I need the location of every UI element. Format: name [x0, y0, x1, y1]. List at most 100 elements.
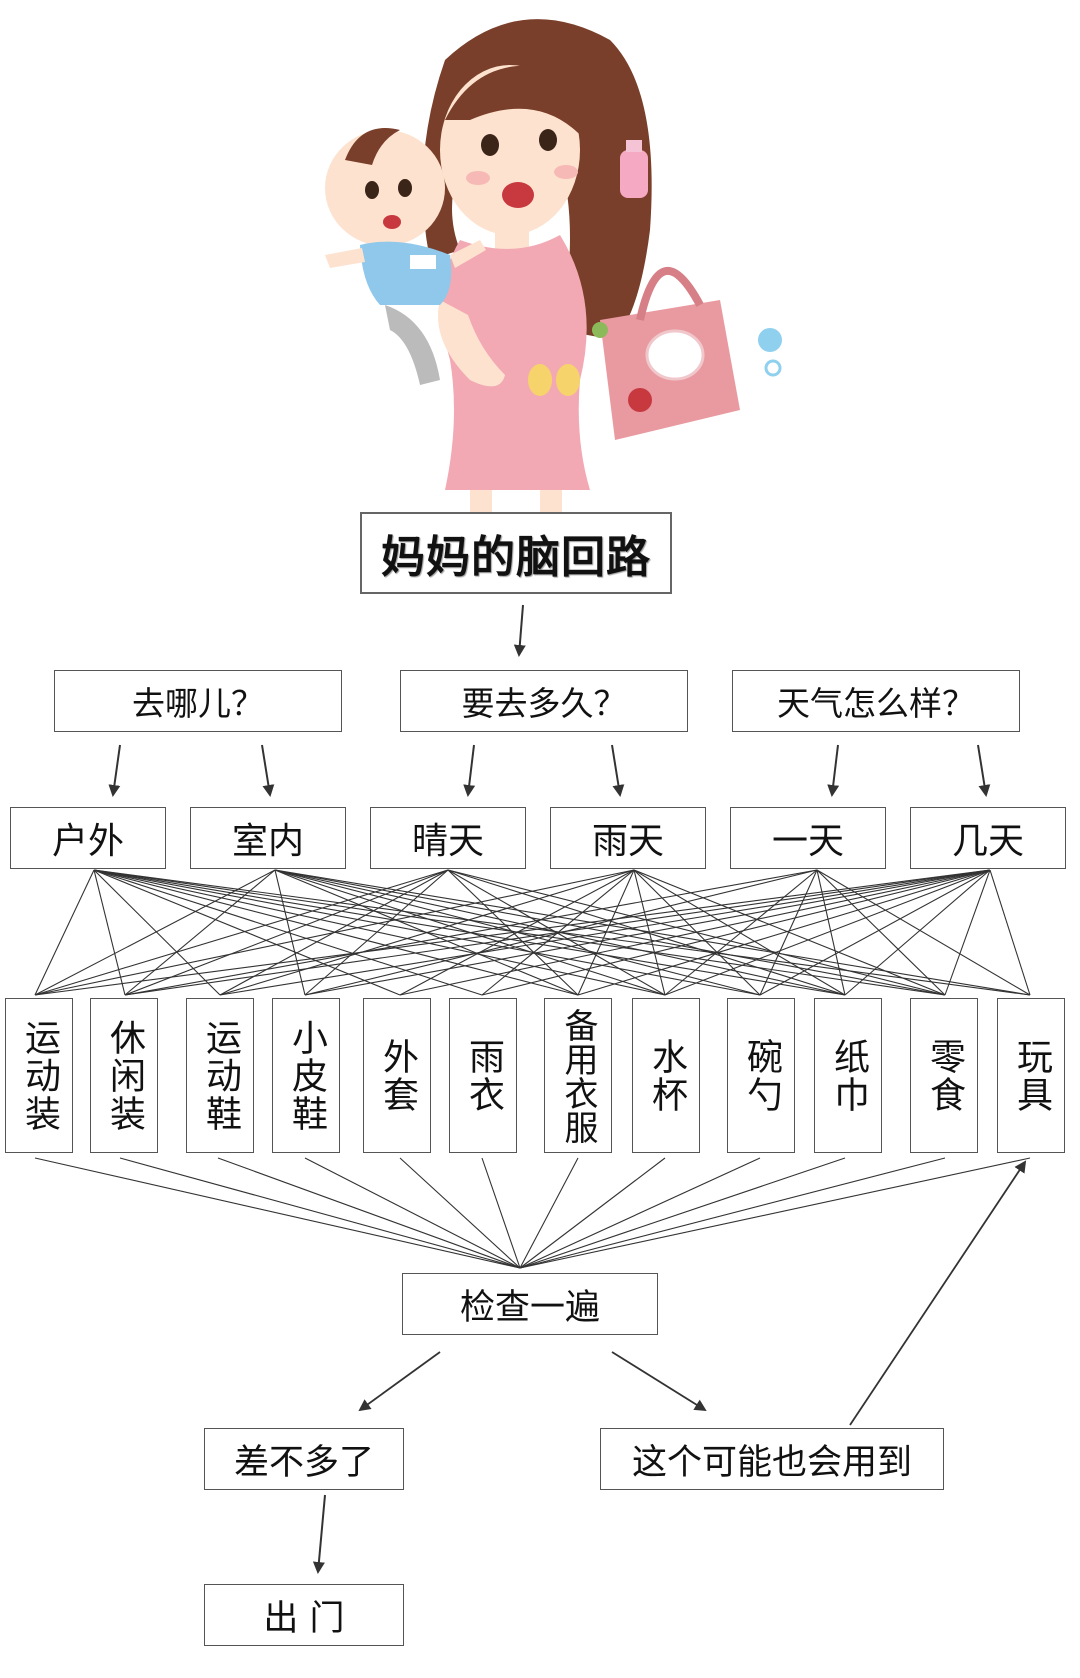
link-condition-item [274, 869, 1031, 996]
item-tissues-text: 纸巾 [828, 1037, 869, 1114]
link-condition-item [93, 869, 126, 996]
link-item-check [519, 1157, 761, 1269]
link-condition-item [399, 869, 635, 996]
item-bowl-spoon-text: 碗勺 [741, 1037, 782, 1114]
arrow-question-condition [108, 744, 121, 797]
link-condition-item [664, 869, 991, 996]
link-item-check [519, 1157, 579, 1269]
arrow-question-condition [827, 744, 840, 797]
item-snacks-text: 零食 [924, 1037, 965, 1114]
condition-sunny-text: 晴天 [411, 821, 484, 862]
item-sneakers: 运动鞋 [186, 998, 254, 1153]
link-condition-item [633, 869, 946, 996]
link-condition-item [989, 869, 1031, 996]
item-raincoat: 雨衣 [449, 998, 517, 1153]
condition-several-days-text: 几天 [951, 821, 1024, 862]
link-condition-item [304, 869, 449, 996]
mom-and-baby-illustration [325, 19, 782, 515]
link-condition-item [34, 869, 449, 996]
item-raincoat-text: 雨衣 [463, 1037, 504, 1114]
link-condition-item [633, 869, 846, 996]
link-condition-item [664, 869, 818, 996]
link-item-check [519, 1157, 1031, 1269]
link-condition-item [93, 869, 666, 996]
link-item-check [217, 1157, 521, 1269]
link-condition-item [816, 869, 1031, 996]
arrow-question-condition [977, 744, 991, 797]
arrow-check-maybe [611, 1351, 707, 1412]
arrow-title-down [513, 604, 526, 657]
arrow-question-condition [463, 744, 476, 797]
condition-outdoor-text: 户外 [51, 821, 124, 862]
link-item-check [519, 1157, 946, 1269]
might-need-this-box: 这个可能也会用到 [600, 1428, 944, 1490]
link-condition-item [93, 869, 221, 996]
condition-indoor-text: 室内 [231, 821, 304, 862]
check-once-box: 检查一遍 [402, 1273, 658, 1335]
item-jacket: 外套 [363, 998, 431, 1153]
item-toys: 玩具 [997, 998, 1065, 1153]
condition-outdoor: 户外 [10, 807, 166, 869]
condition-rainy-text: 雨天 [591, 821, 664, 862]
link-condition-item [124, 869, 991, 996]
link-condition-item [944, 869, 991, 996]
link-item-check [34, 1157, 521, 1269]
link-item-check [519, 1157, 846, 1269]
item-water-cup-text: 水杯 [646, 1037, 687, 1114]
link-condition-item [274, 869, 306, 996]
item-leather-shoes: 小皮鞋 [272, 998, 340, 1153]
item-jacket-text: 外套 [377, 1037, 418, 1114]
arrow-maybe-loop [849, 1160, 1027, 1426]
link-item-check [399, 1157, 521, 1269]
item-snacks: 零食 [910, 998, 978, 1153]
go-out-box: 出 门 [204, 1584, 404, 1646]
link-condition-item [124, 869, 449, 996]
item-sportswear: 运动装 [5, 998, 73, 1153]
link-condition-item [274, 869, 946, 996]
question-how-long: 要去多久？ [400, 670, 688, 732]
link-condition-item [759, 869, 991, 996]
arrow-question-condition [611, 744, 625, 797]
almost-done-text: 差不多了 [233, 1442, 374, 1483]
item-bowl-spoon: 碗勺 [727, 998, 795, 1153]
link-condition-item [219, 869, 635, 996]
condition-rainy: 雨天 [550, 807, 706, 869]
item-tissues: 纸巾 [814, 998, 882, 1153]
condition-one-day-text: 一天 [771, 821, 844, 862]
arrow-check-almost [358, 1351, 441, 1412]
link-condition-item [93, 869, 401, 996]
link-condition-item [816, 869, 846, 996]
item-leather-shoes-text: 小皮鞋 [286, 1018, 327, 1133]
arrow-question-condition [261, 744, 275, 797]
link-item-check [481, 1157, 521, 1269]
link-item-check [304, 1157, 521, 1269]
item-casual-wear-text: 休闲装 [104, 1018, 145, 1133]
link-condition-item [34, 869, 991, 996]
title-box: 妈妈的脑回路 [360, 512, 672, 594]
link-condition-item [816, 869, 946, 996]
link-condition-item [124, 869, 818, 996]
might-need-this-text: 这个可能也会用到 [631, 1442, 912, 1483]
link-condition-item [304, 869, 991, 996]
question-weather-text: 天气怎么样？ [777, 684, 975, 723]
link-condition-item [34, 869, 276, 996]
item-toys-text: 玩具 [1011, 1037, 1052, 1114]
link-condition-item [844, 869, 991, 996]
condition-several-days: 几天 [910, 807, 1066, 869]
question-how-long-text: 要去多久？ [461, 684, 627, 723]
title-text: 妈妈的脑回路 [381, 532, 651, 583]
link-condition-item [34, 869, 95, 996]
condition-indoor: 室内 [190, 807, 346, 869]
question-weather: 天气怎么样？ [732, 670, 1020, 732]
almost-done-box: 差不多了 [204, 1428, 404, 1490]
link-condition-item [219, 869, 991, 996]
question-where-text: 去哪儿？ [132, 684, 264, 723]
link-condition-item [399, 869, 991, 996]
link-item-check [519, 1157, 666, 1269]
item-spare-clothes: 备用衣服 [544, 998, 612, 1153]
item-sneakers-text: 运动鞋 [200, 1018, 241, 1133]
condition-one-day: 一天 [730, 807, 886, 869]
link-condition-item [481, 869, 991, 996]
